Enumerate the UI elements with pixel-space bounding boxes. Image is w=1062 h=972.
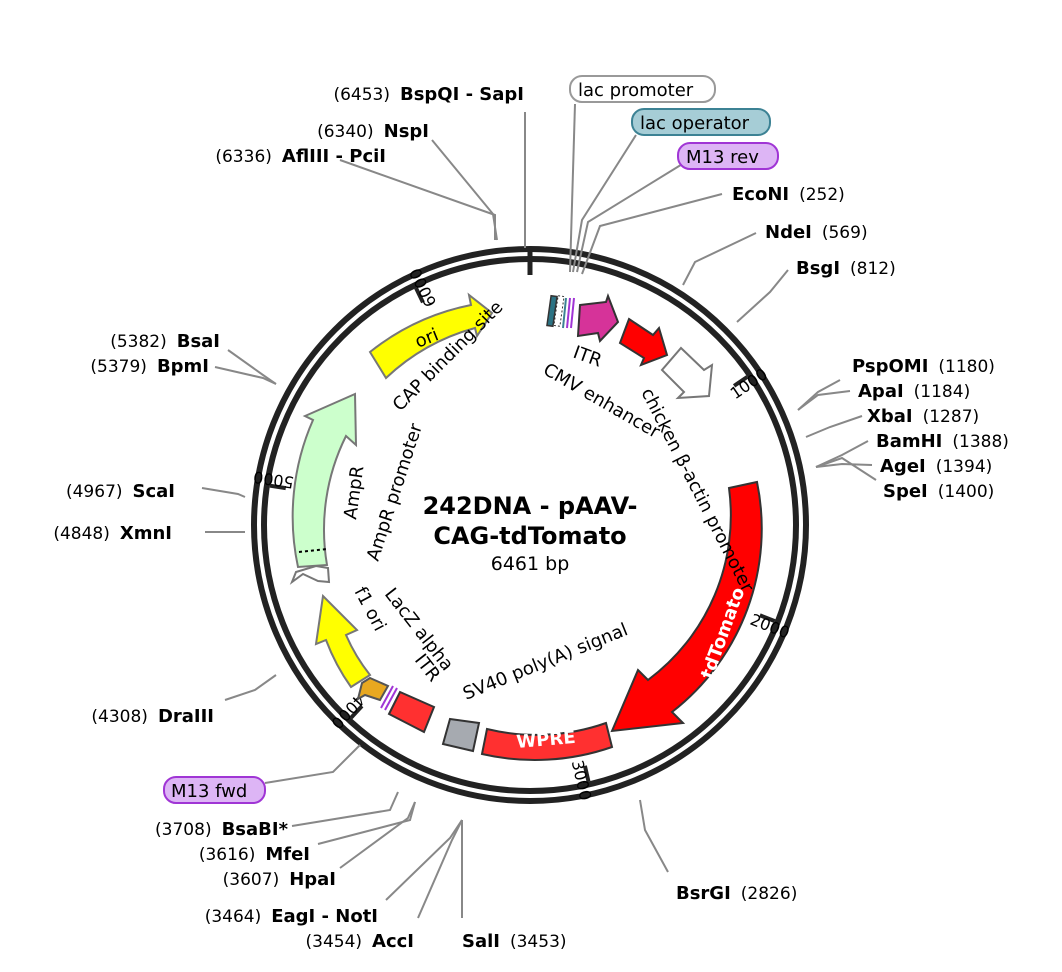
enzyme-bsrgi[interactable]: BsrGI(2826) [676, 883, 797, 904]
lac-promoter-box [569, 75, 716, 103]
boxed-labels: lac promoter lac operator M13 rev M13 fw… [163, 75, 779, 804]
m13-rev-label[interactable]: M13 rev [677, 142, 779, 170]
feature-lacz-alpha[interactable] [356, 676, 390, 702]
length-label: 6461 bp [491, 553, 570, 575]
svg-text:M13 rev: M13 rev [686, 147, 759, 168]
tick-6000 [414, 287, 425, 304]
label-itr: ITR [570, 342, 604, 372]
title-line-2: CAG-tdTomato [433, 522, 626, 550]
tick-4000 [349, 704, 364, 720]
enzyme-labels-left: (3454)AccI (3464)EagI - NotI (3607)HpaI … [53, 84, 524, 952]
label-wpre: WPRE [516, 727, 577, 753]
enzyme-bpmi[interactable]: (5379)BpmI [90, 356, 209, 377]
enzyme-sali[interactable]: SalI(3453) [462, 931, 567, 952]
enzyme-nspi[interactable]: (6340)NspI [317, 121, 429, 142]
enzyme-bsgi[interactable]: BsgI(812) [796, 258, 896, 279]
enzyme-spei[interactable]: SpeI(1400) [883, 481, 994, 502]
enzyme-labels-right: EcoNI(252) NdeI(569) BsgI(812) PspOMI(11… [462, 184, 1009, 952]
feature-f1-ori[interactable] [314, 593, 372, 689]
enzyme-agei[interactable]: AgeI(1394) [880, 456, 992, 477]
m13-rev-box [677, 142, 779, 170]
enzyme-bamhi[interactable]: BamHI(1388) [876, 431, 1009, 452]
enzyme-xmni[interactable]: (4848)XmnI [53, 523, 172, 544]
feature-tdtomato[interactable] [610, 480, 763, 733]
feature-sv40-polya[interactable] [441, 717, 481, 753]
m13-fwd-label[interactable]: M13 fwd [163, 776, 266, 804]
svg-text:lac operator: lac operator [640, 113, 750, 134]
m13-fwd-box [163, 776, 266, 804]
enzyme-pspomi[interactable]: PspOMI(1180) [852, 356, 995, 377]
leader-lines [201, 103, 877, 919]
feature-itr-2[interactable] [387, 690, 436, 734]
enzyme-bspqi-sapi[interactable]: (6453)BspQI - SapI [333, 84, 524, 105]
feature-ampr[interactable] [291, 392, 358, 569]
enzyme-bsai[interactable]: (5382)BsaI [110, 331, 220, 352]
enzyme-draiii[interactable]: (4308)DraIII [91, 706, 214, 727]
features [289, 292, 763, 761]
tick-5000 [269, 483, 287, 491]
enzyme-hpai[interactable]: (3607)HpaI [223, 869, 336, 890]
enzyme-mfei[interactable]: (3616)MfeI [199, 844, 310, 865]
tick-3000 [582, 765, 591, 782]
enzyme-apai[interactable]: ApaI(1184) [858, 381, 970, 402]
feature-wpre[interactable] [480, 721, 614, 761]
enzyme-afliii-pcii[interactable]: (6336)AflIII - PciI [215, 146, 386, 167]
lac-promoter-label[interactable]: lac promoter [569, 75, 716, 103]
feature-itr[interactable] [576, 293, 620, 344]
svg-text:M13 fwd: M13 fwd [171, 781, 247, 802]
lac-operator-box [631, 108, 771, 136]
tick-1000 [732, 375, 749, 388]
label-ampr-promoter: AmpR promoter [363, 420, 427, 563]
feature-ori[interactable] [368, 292, 494, 380]
map-title: 242DNA - pAAV- CAG-tdTomato 6461 bp [423, 492, 638, 575]
enzyme-acci[interactable]: (3454)AccI [306, 931, 415, 952]
enzyme-bsabi[interactable]: (3708)BsaBI* [155, 819, 289, 840]
tick-2000 [759, 613, 776, 623]
feature-chicken-beta-actin-promoter[interactable] [660, 346, 714, 400]
feature-cmv-enhancer[interactable] [618, 317, 669, 367]
feature-cap-binding-site[interactable] [546, 294, 575, 329]
itr-2-marks [380, 685, 398, 711]
enzyme-econi[interactable]: EcoNI(252) [732, 184, 845, 205]
title-line-1: 242DNA - pAAV- [423, 492, 638, 520]
enzyme-scai[interactable]: (4967)ScaI [66, 481, 175, 502]
lac-operator-label[interactable]: lac operator [631, 108, 771, 136]
feature-ampr-promoter[interactable] [289, 564, 331, 585]
label-ampr: AmpR [340, 465, 368, 521]
label-f1-ori: f1 ori [350, 583, 391, 634]
svg-text:lac promoter: lac promoter [578, 80, 694, 101]
enzyme-eagi-noti[interactable]: (3464)EagI - NotI [205, 906, 378, 927]
label-sv40-polya: SV40 poly(A) signal [460, 619, 631, 704]
enzyme-ndei[interactable]: NdeI(569) [765, 222, 868, 243]
enzyme-xbai[interactable]: XbaI(1287) [867, 406, 979, 427]
